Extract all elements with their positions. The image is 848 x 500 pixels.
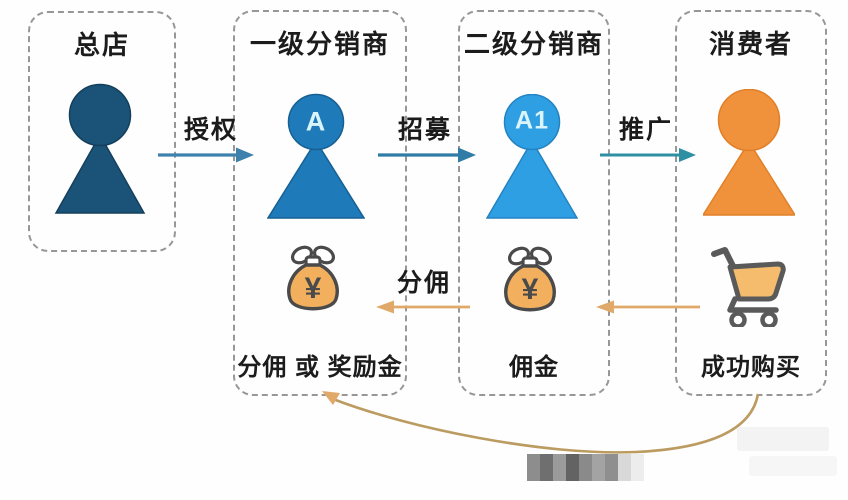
censored-watermark	[527, 454, 644, 481]
reward-curve-arrow	[322, 391, 760, 454]
panel-level1-title: 一级分销商	[249, 29, 390, 59]
headquarters-person-icon	[54, 83, 146, 214]
purchase-to-commission-arrow	[596, 300, 700, 314]
panel-headquarters-title: 总店	[73, 30, 130, 60]
level1-avatar-label: A	[305, 106, 327, 137]
level2-commission-label: 佣金	[509, 354, 559, 381]
authorize-arrow	[158, 147, 254, 163]
shopping-cart-icon	[711, 247, 786, 327]
panel-level1-distributor: 一级分销商 分佣 或 奖励金	[233, 10, 407, 396]
panel-level2-title: 二级分销商	[463, 29, 604, 59]
level1-money-bag-currency: ¥	[304, 272, 322, 305]
panel-consumer-title: 消费者	[708, 29, 793, 59]
authorize-arrow-label: 授权	[183, 116, 239, 144]
promote-arrow	[600, 148, 696, 162]
faint-watermark-remnant	[737, 427, 829, 451]
commission-arrow-label: 分佣	[396, 269, 452, 297]
panel-consumer: 消费者 成功购买	[675, 10, 827, 396]
level2-money-bag-currency: ¥	[521, 273, 539, 306]
level2-person-icon	[486, 94, 578, 219]
recruit-arrow	[378, 147, 476, 163]
level1-person-icon	[267, 93, 365, 219]
level1-money-bag-icon	[287, 245, 339, 311]
panel-headquarters: 总店	[28, 11, 176, 252]
level2-avatar-label: A1	[515, 106, 549, 135]
recruit-arrow-label: 招募	[397, 116, 453, 144]
panel-level2-distributor: 二级分销商 佣金	[458, 10, 610, 396]
level1-reward-label: 分佣 或 奖励金	[237, 354, 403, 381]
consumer-person-icon	[703, 89, 795, 216]
consumer-purchase-label: 成功购买	[701, 354, 801, 381]
commission-arrow	[376, 300, 470, 314]
promote-arrow-label: 推广	[618, 116, 674, 144]
level2-money-bag-icon	[504, 246, 556, 312]
faint-watermark-remnant	[749, 456, 837, 476]
